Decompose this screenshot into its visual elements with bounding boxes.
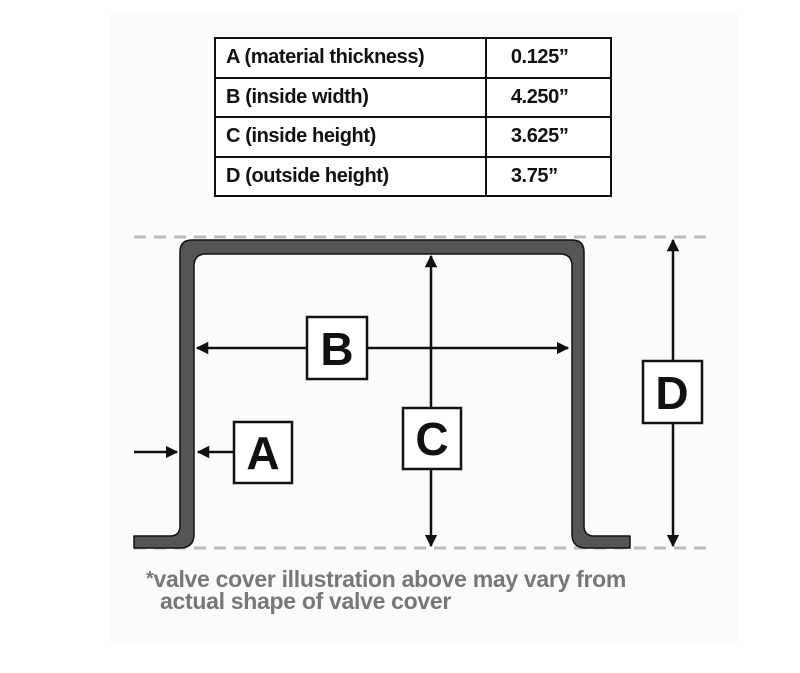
label-box-a: A bbox=[232, 420, 294, 485]
spec-value: 4.250” bbox=[484, 76, 613, 118]
valve-cover-profile bbox=[133, 239, 631, 549]
spec-label: D (outside height) bbox=[214, 155, 487, 197]
disclaimer-line-1: *valve cover illustration above may vary… bbox=[146, 566, 627, 592]
label-a: A bbox=[246, 427, 279, 479]
spec-value: 0.125” bbox=[484, 37, 613, 79]
spec-value: 3.75” bbox=[484, 155, 613, 197]
spec-row-b: B (inside width) 4.250” bbox=[214, 76, 613, 118]
disclaimer-line-2: actual shape of valve cover bbox=[160, 588, 452, 614]
spec-label: B (inside width) bbox=[214, 76, 487, 118]
label-d: D bbox=[655, 367, 688, 419]
label-box-c: C bbox=[401, 406, 463, 471]
spec-row-a: A (material thickness) 0.125” bbox=[214, 37, 613, 79]
label-box-d: D bbox=[641, 359, 704, 425]
disclaimer-note: *valve cover illustration above may vary… bbox=[146, 566, 627, 614]
asterisk: * bbox=[146, 568, 154, 590]
spec-label: C (inside height) bbox=[214, 116, 487, 158]
spec-label: A (material thickness) bbox=[214, 37, 487, 79]
label-b: B bbox=[320, 323, 353, 375]
spec-row-c: C (inside height) 3.625” bbox=[214, 116, 613, 158]
label-c: C bbox=[415, 413, 448, 465]
disclaimer-text-1: valve cover illustration above may vary … bbox=[153, 566, 627, 592]
spec-row-d: D (outside height) 3.75” bbox=[214, 155, 613, 197]
label-box-b: B bbox=[305, 315, 369, 381]
spec-table: A (material thickness) 0.125” B (inside … bbox=[214, 37, 613, 197]
spec-value: 3.625” bbox=[484, 116, 613, 158]
